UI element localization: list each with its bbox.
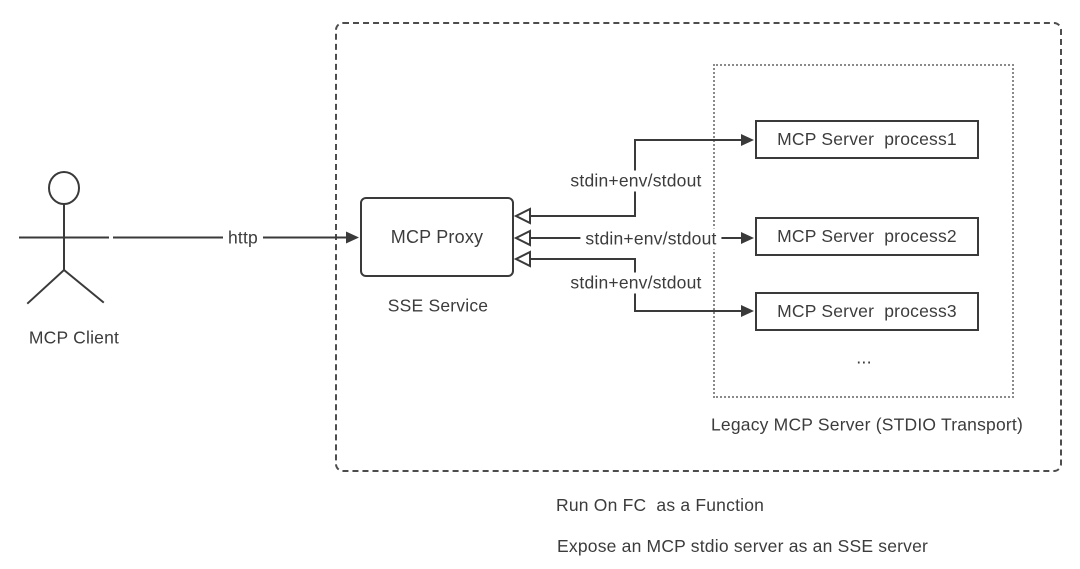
more-servers-ellipsis: ...: [856, 347, 872, 368]
proxy-hollow-arrowhead-top: [513, 207, 531, 225]
stdio-edge-label-1: stdin+env/stdout: [565, 170, 707, 192]
mcp-server-process1-label: MCP Server process1: [777, 129, 957, 149]
actor-label: MCP Client: [28, 327, 120, 348]
http-arrowhead: [346, 231, 359, 244]
sse-service-label: SSE Service: [387, 295, 489, 316]
legacy-server-caption: Legacy MCP Server (STDIO Transport): [710, 414, 1024, 435]
proxy-hollow-arrowhead-middle: [513, 229, 531, 247]
mcp-server-process3-node: MCP Server process3: [755, 292, 979, 331]
note-expose-sse: Expose an MCP stdio server as an SSE ser…: [557, 536, 929, 556]
note-run-on-fc: Run On FC as a Function: [556, 495, 765, 515]
mcp-proxy-label: MCP Proxy: [390, 226, 484, 247]
actor-head: [48, 171, 80, 205]
mcp-proxy-node: MCP Proxy: [360, 197, 514, 277]
mcp-server-process3-label: MCP Server process3: [777, 301, 957, 321]
actor-leg-right: [62, 268, 105, 304]
mcp-server-process2-node: MCP Server process2: [755, 217, 979, 256]
server3-arrowhead: [741, 305, 754, 317]
proxy-hollow-arrowhead-bottom: [513, 250, 531, 268]
mcp-server-process2-label: MCP Server process2: [777, 226, 957, 246]
sse-service-boundary: [335, 22, 1062, 472]
server2-arrowhead: [741, 232, 754, 244]
mcp-server-process1-node: MCP Server process1: [755, 120, 979, 159]
http-edge-label: http: [223, 227, 263, 249]
actor-leg-left: [26, 268, 66, 305]
stdio-edge-label-3: stdin+env/stdout: [565, 272, 707, 294]
stdio-edge-label-2: stdin+env/stdout: [580, 228, 722, 250]
server1-arrowhead: [741, 134, 754, 146]
